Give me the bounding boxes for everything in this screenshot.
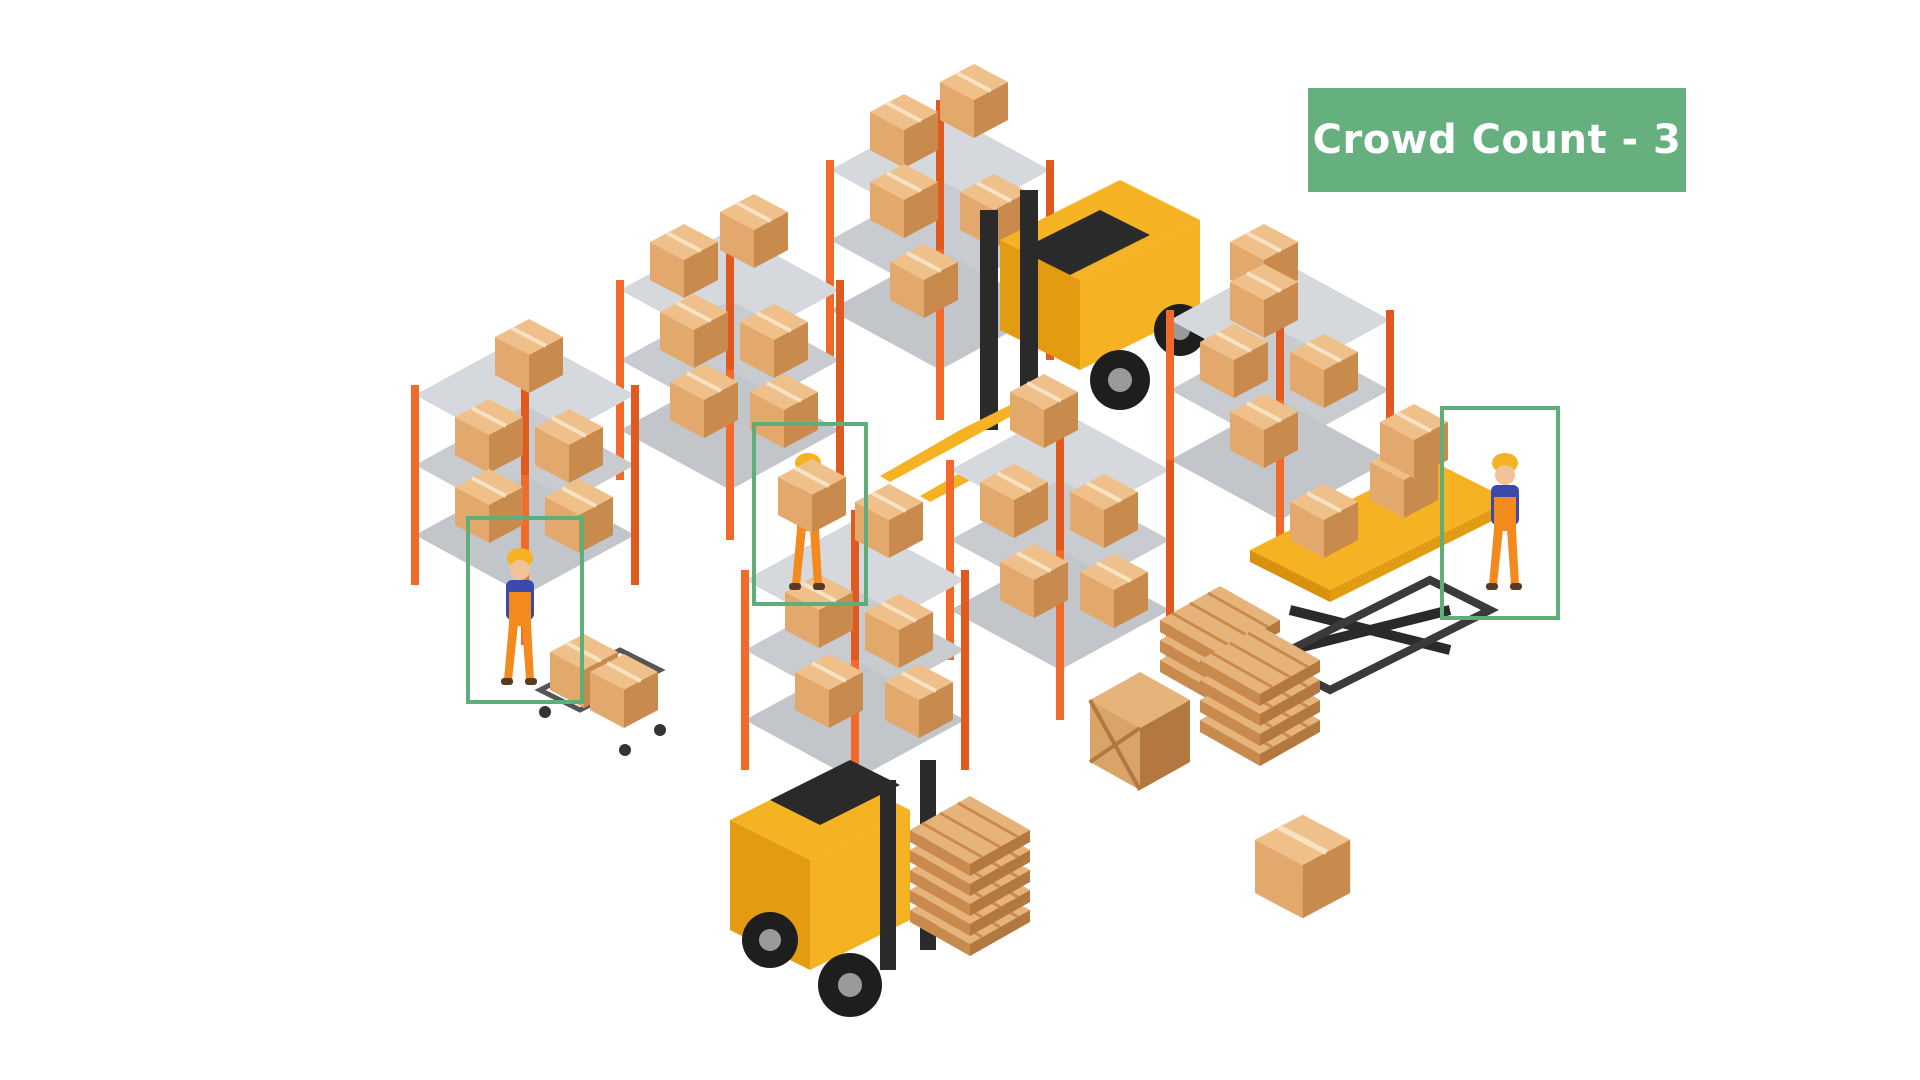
detection-box-worker-with-cart <box>466 516 584 704</box>
detection-box-worker-carrying-box <box>752 422 868 606</box>
scissor-lift-table <box>1250 402 1510 695</box>
wooden-crate <box>1088 672 1190 791</box>
loose-box <box>1255 815 1350 919</box>
forklift-front <box>730 760 1032 1017</box>
detection-box-worker-at-lift-table <box>1440 406 1560 620</box>
crowd-count-badge: Crowd Count - 3 <box>1308 88 1686 192</box>
